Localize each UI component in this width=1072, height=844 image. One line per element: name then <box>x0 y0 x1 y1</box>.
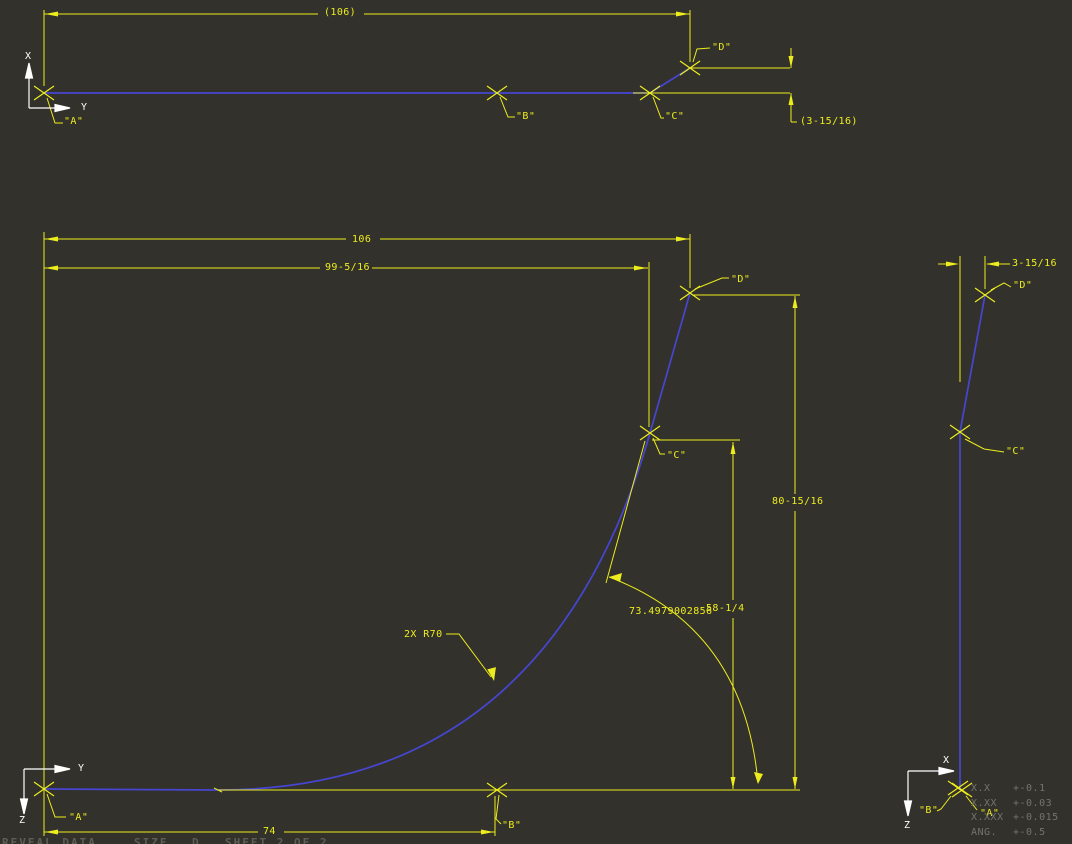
front-view-point-markers[interactable] <box>33 285 701 798</box>
tolerance-label: X.XX <box>971 797 998 809</box>
front-point-label-a[interactable]: "A" <box>69 812 89 823</box>
front-axis-y-label: Y <box>78 763 85 774</box>
side-point-label-c[interactable]: "C" <box>1006 446 1026 457</box>
top-view-csys[interactable] <box>24 62 71 113</box>
top-view-point-markers[interactable] <box>33 60 701 101</box>
dim-front-b-horiz[interactable]: 74 <box>261 826 278 837</box>
side-axis-z-label: Z <box>904 820 911 831</box>
top-point-label-c[interactable]: "C" <box>665 111 685 122</box>
status-bar-size-value: D <box>192 837 201 844</box>
side-point-label-a[interactable]: "A" <box>980 808 1000 819</box>
tolerance-label: X.X <box>971 783 991 794</box>
top-point-label-d[interactable]: "D" <box>712 42 732 53</box>
tolerance-row: X.X +-0.1 <box>971 782 1059 797</box>
dim-front-overall[interactable]: 106 <box>350 234 374 245</box>
side-axis-x-label: X <box>943 755 950 766</box>
top-point-label-a[interactable]: "A" <box>64 116 84 127</box>
status-bar-sheet: SHEET 2 OF 2 <box>225 837 329 844</box>
dim-front-radius[interactable]: 2X R70 <box>404 629 443 640</box>
front-view-profile-line[interactable] <box>43 292 691 791</box>
front-point-label-d[interactable]: "D" <box>731 274 751 285</box>
dim-top-offset-ref[interactable]: (3-15/16) <box>800 116 858 127</box>
status-bar-size-label: SIZE <box>134 837 169 844</box>
dim-front-curve-length[interactable]: 73.4979002856 <box>629 606 713 617</box>
dim-front-c-height[interactable]: 58-1/4 <box>704 603 747 614</box>
top-view-arrowheads <box>45 11 794 105</box>
tolerance-row: ANG. +-0.5 <box>971 826 1059 841</box>
front-view-dimension-lines <box>43 232 800 836</box>
dim-side-d-offset[interactable]: 3-15/16 <box>1012 258 1057 269</box>
top-point-label-b[interactable]: "B" <box>516 111 536 122</box>
dim-front-d-height[interactable]: 80-15/16 <box>770 496 826 507</box>
top-view-profile-line[interactable] <box>44 67 691 94</box>
tolerance-block: X.X +-0.1 X.XX +-0.03 X.XXX +-0.015 ANG.… <box>971 782 1059 840</box>
front-view-arrowheads <box>45 236 798 835</box>
side-view-csys[interactable] <box>903 766 955 817</box>
dim-front-c-horiz[interactable]: 99-5/16 <box>323 262 372 273</box>
status-bar: REVEAL DATA SIZE D SHEET 2 OF 2 <box>0 837 1072 844</box>
tolerance-value: +-0.03 <box>1013 797 1053 809</box>
side-view-dimension-lines <box>936 256 1012 812</box>
side-view-arrowheads <box>946 261 999 267</box>
side-point-label-d[interactable]: "D" <box>1013 280 1033 291</box>
top-axis-x-label: X <box>25 51 32 62</box>
side-point-label-b[interactable]: "B" <box>919 805 939 816</box>
front-point-label-b[interactable]: "B" <box>502 820 522 831</box>
front-view-csys[interactable] <box>19 764 71 815</box>
tolerance-value: +-0.1 <box>1013 783 1046 794</box>
side-view-profile-line[interactable] <box>959 294 986 790</box>
front-point-label-c[interactable]: "C" <box>667 450 687 461</box>
dim-top-overall-ref[interactable]: (106) <box>322 7 359 18</box>
tolerance-label: X.XXX <box>971 812 1004 824</box>
front-axis-z-label: Z <box>19 815 26 826</box>
tolerance-value: +-0.015 <box>1013 812 1059 824</box>
status-bar-left: REVEAL DATA <box>2 837 97 844</box>
top-axis-y-label: Y <box>81 102 88 113</box>
tolerance-row: X.XX +-0.03 <box>971 797 1059 812</box>
tolerance-row: X.XXX +-0.015 <box>971 811 1059 826</box>
top-view-dimension-lines <box>43 10 797 124</box>
tolerance-value: +-0.5 <box>1013 826 1046 838</box>
tolerance-label: ANG. <box>971 826 998 838</box>
